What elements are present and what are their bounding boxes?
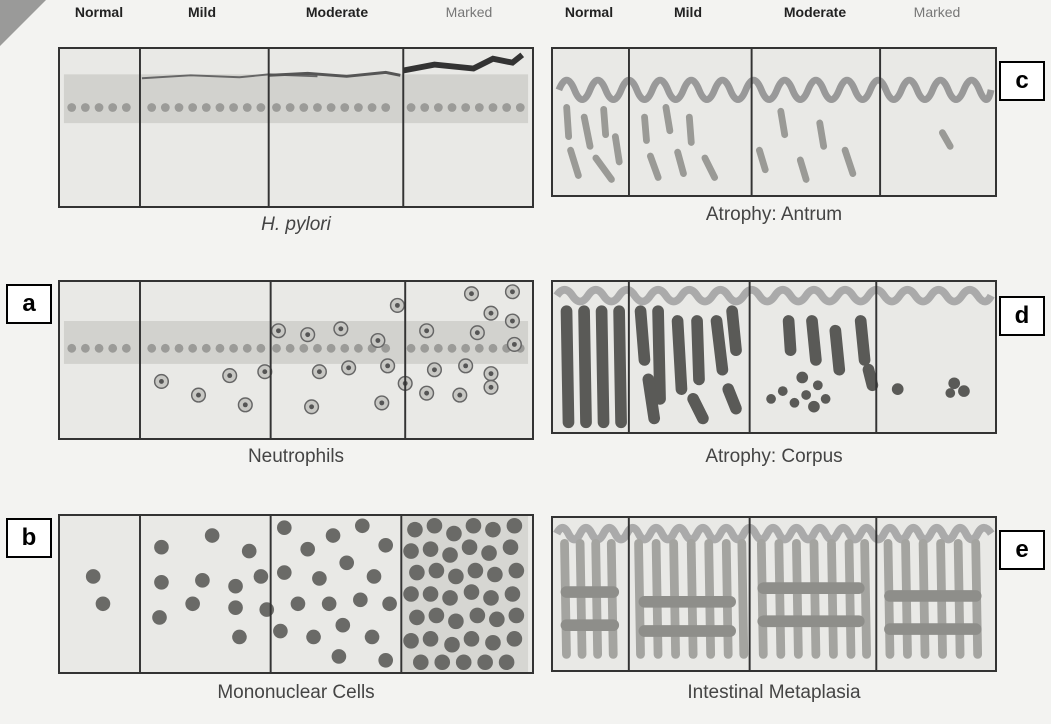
panel-letter-b: b: [6, 518, 52, 558]
neutrophils-caption: Neutrophils: [58, 446, 534, 468]
left-grade-normal: Normal: [62, 4, 136, 20]
mononuclear-caption: Mononuclear Cells: [58, 682, 534, 704]
panel-letter-d: d: [999, 296, 1045, 336]
neutrophils-panel: [58, 280, 534, 440]
right-grade-moderate: Moderate: [751, 4, 879, 20]
h-pylori-caption: H. pylori: [58, 214, 534, 236]
atrophy-corpus-caption: Atrophy: Corpus: [551, 446, 997, 468]
h-pylori-illustration: [60, 49, 532, 206]
atrophy-corpus-illustration: [553, 282, 995, 432]
mononuclear-illustration: [60, 516, 532, 672]
atrophy-corpus-panel: [551, 280, 997, 434]
intestinal-metaplasia-illustration: [553, 518, 995, 670]
right-grade-mild: Mild: [625, 4, 751, 20]
atrophy-antrum-illustration: [553, 49, 995, 195]
left-grade-marked: Marked: [406, 4, 532, 20]
panel-letter-c: c: [999, 61, 1045, 101]
panel-letter-e: e: [999, 530, 1045, 570]
mononuclear-panel: [58, 514, 534, 674]
right-grade-marked: Marked: [879, 4, 995, 20]
right-grade-normal: Normal: [553, 4, 625, 20]
left-grade-moderate: Moderate: [268, 4, 406, 20]
neutrophils-illustration: [60, 282, 532, 438]
atrophy-antrum-panel: [551, 47, 997, 197]
atrophy-antrum-caption: Atrophy: Antrum: [551, 204, 997, 226]
intestinal-metaplasia-panel: [551, 516, 997, 672]
left-grade-mild: Mild: [136, 4, 268, 20]
intestinal-metaplasia-caption: Intestinal Metaplasia: [551, 682, 997, 704]
page-corner-fold: [0, 0, 46, 46]
h-pylori-panel: [58, 47, 534, 208]
panel-letter-a: a: [6, 284, 52, 324]
